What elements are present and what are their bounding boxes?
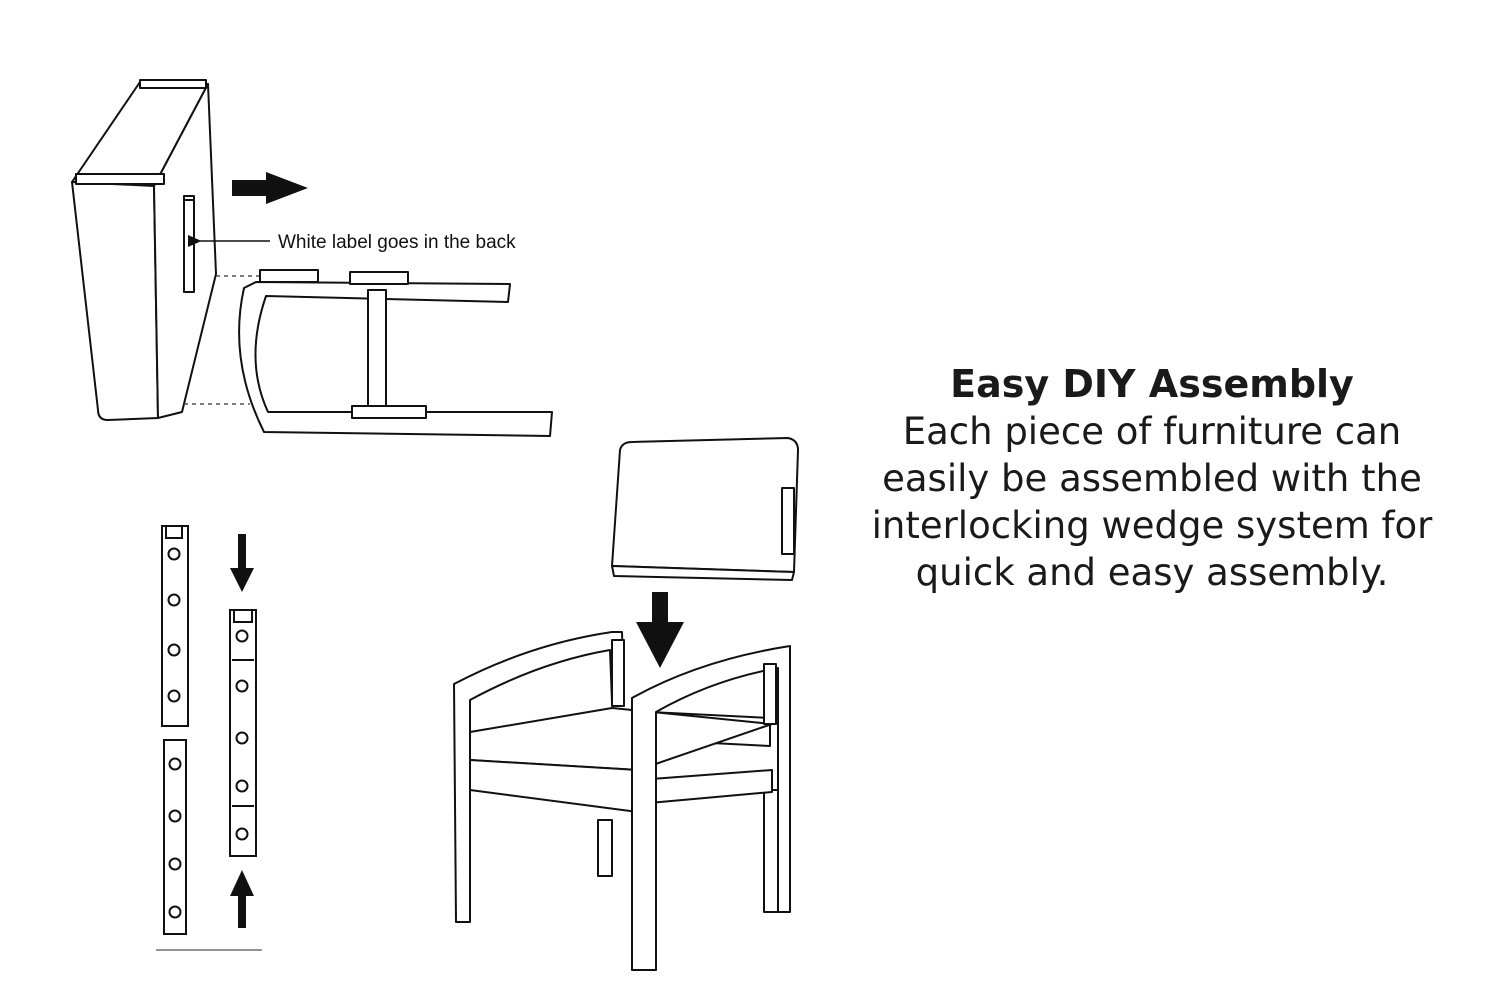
step-1-cushion-side-view [71,79,217,421]
step-1-arm-frame [238,269,553,437]
step-2-wedge-strips [161,525,257,935]
step-2-up-arrow [230,870,254,928]
feature-description: Each piece of furniture can easily be as… [871,410,1433,594]
step-2-down-arrow [230,534,254,592]
step-3-armchair [453,631,791,971]
step-1-push-arrow [232,172,308,204]
info-text-block: Easy DIY Assembly Each piece of furnitur… [860,360,1444,596]
feature-heading: Easy DIY Assembly [950,362,1354,406]
step-3-drop-arrow [636,592,684,668]
callout-text: White label goes in the back [278,232,516,253]
step-3-back-cushion [611,437,799,581]
label-callout: White label goes in the back [188,232,516,253]
step-1-connector-lines [184,275,262,405]
